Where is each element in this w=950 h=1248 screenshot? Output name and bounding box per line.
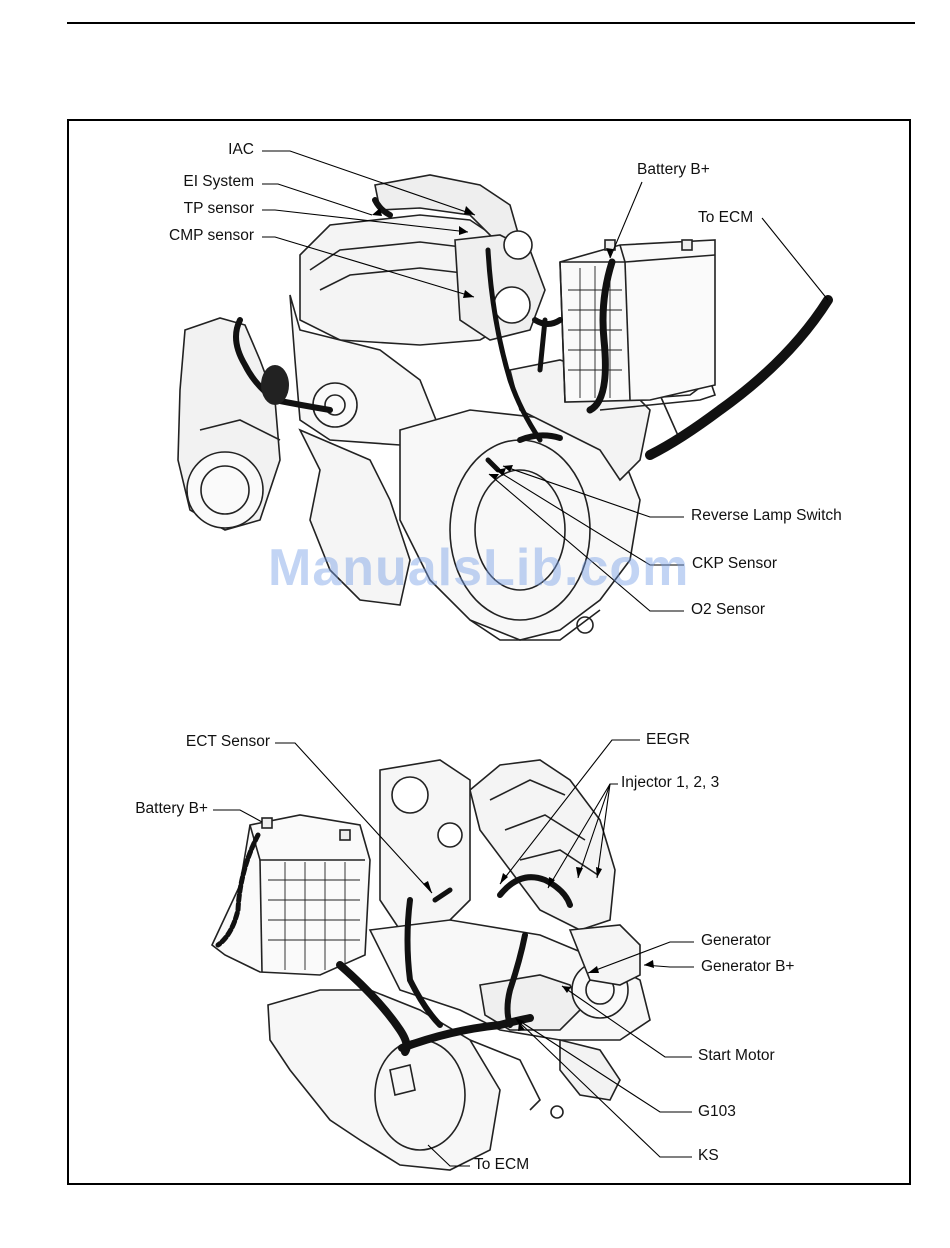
label-cmp-sensor: CMP sensor (130, 227, 254, 245)
label-start-motor: Start Motor (698, 1047, 775, 1065)
label-to-ecm-bottom: To ECM (474, 1156, 529, 1174)
label-battery-top: Battery B+ (637, 161, 710, 179)
label-generator-b: Generator B+ (701, 958, 794, 976)
watermark: ManualsLib.com (268, 538, 689, 598)
label-ckp-sensor: CKP Sensor (692, 555, 777, 573)
label-eegr: EEGR (646, 731, 690, 749)
label-generator: Generator (701, 932, 771, 950)
label-g103: G103 (698, 1103, 736, 1121)
label-ect-sensor: ECT Sensor (150, 733, 270, 751)
label-iac: IAC (160, 141, 254, 159)
bottom-engine-drawing (212, 760, 650, 1170)
label-o2-sensor: O2 Sensor (691, 601, 765, 619)
label-to-ecm-top: To ECM (698, 209, 753, 227)
label-ei-system: EI System (140, 173, 254, 191)
label-injector: Injector 1, 2, 3 (621, 774, 719, 792)
label-tp-sensor: TP sensor (140, 200, 254, 218)
label-battery-bottom: Battery B+ (100, 800, 208, 818)
label-ks: KS (698, 1147, 719, 1165)
label-reverse-lamp-switch: Reverse Lamp Switch (691, 507, 842, 525)
